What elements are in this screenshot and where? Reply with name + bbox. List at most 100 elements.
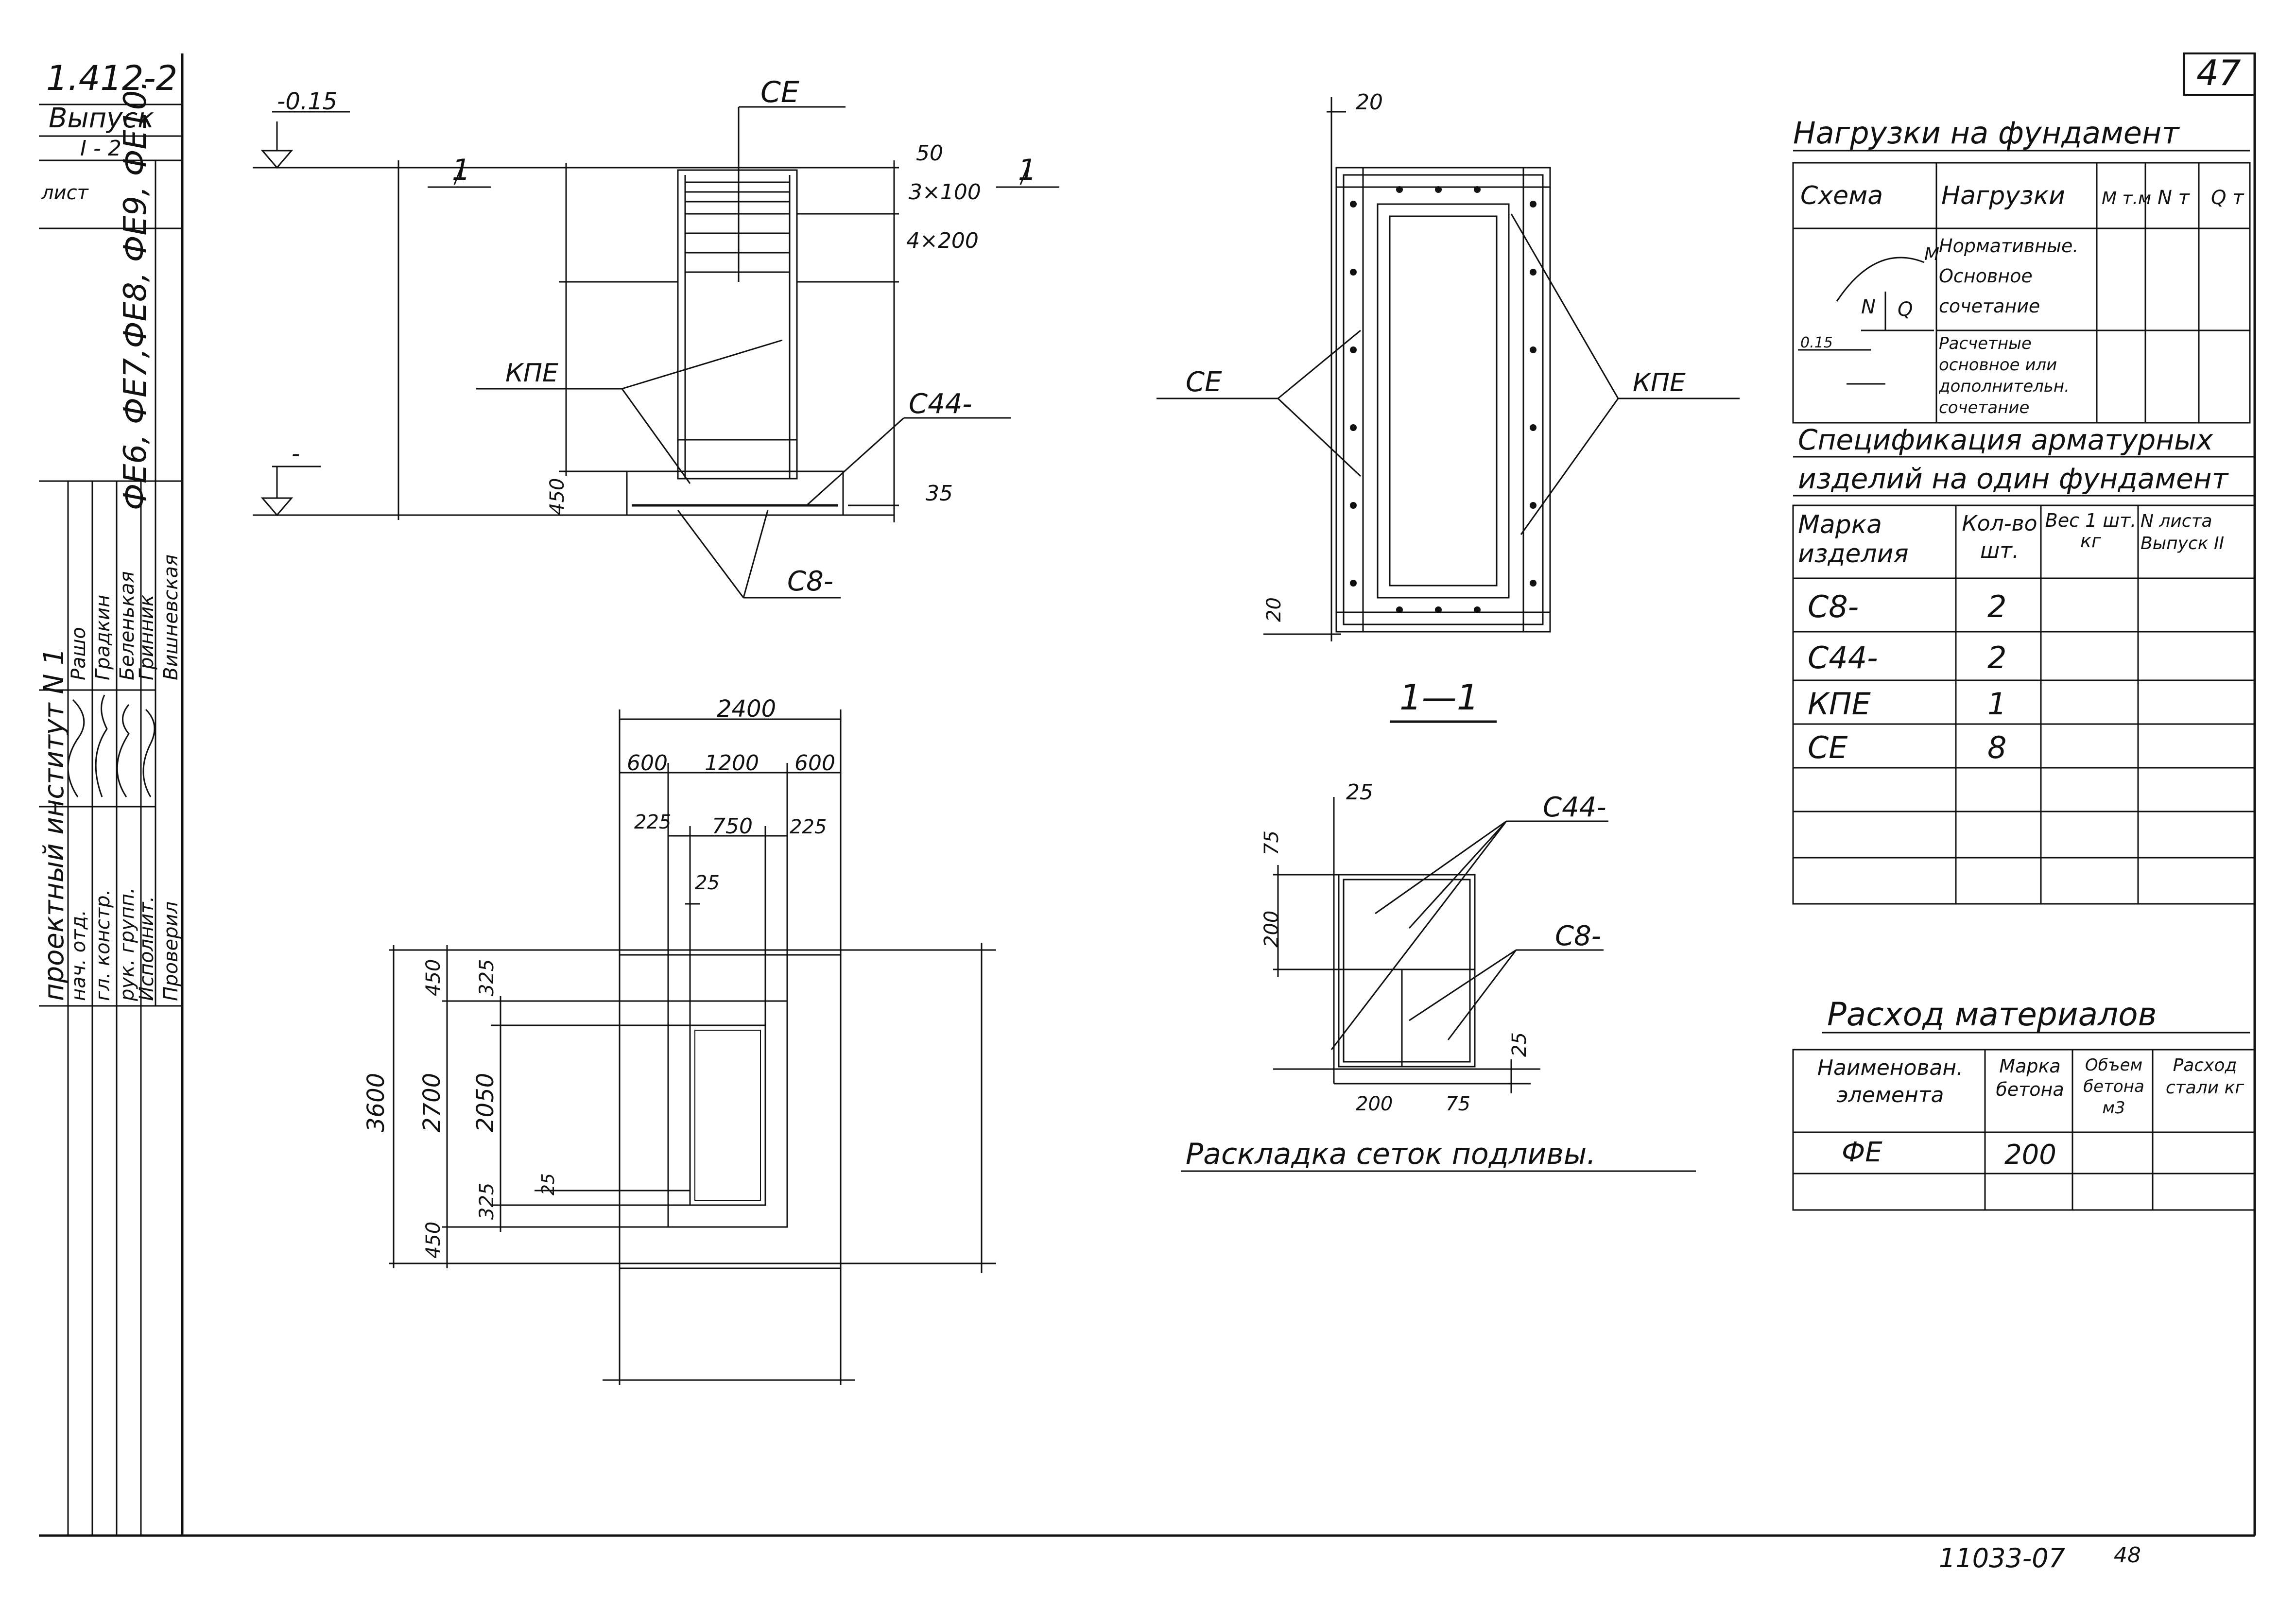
stamp-name-5: Вишневская <box>160 554 182 680</box>
materials-title: Расход материалов <box>1827 996 2157 1033</box>
plan-dim-25: 25 <box>695 872 720 894</box>
footer-code: 11033-07 <box>1939 1543 2065 1573</box>
section-dim-top: 20 <box>1356 90 1383 115</box>
issue-value: I - 2 <box>80 136 121 161</box>
plan-dim-325-bottom: 325 <box>476 1183 498 1220</box>
loads-h-m: M т.м <box>2102 189 2151 208</box>
signature-1 <box>67 699 85 797</box>
dim-3x100: 3×100 <box>909 180 981 205</box>
stamp-name-3: Беленькая <box>116 571 138 680</box>
stamp-name-1: Рашо <box>68 627 90 680</box>
sheet-number: 47 <box>2196 52 2241 93</box>
elev-top-mark: -0.15 <box>277 88 337 115</box>
issue-label: Выпуск <box>49 103 154 134</box>
mesh-dim-75-bottom: 75 <box>1446 1093 1470 1115</box>
materials-h-steel: Расход стали кг <box>2165 1055 2244 1098</box>
plan-dim-450-top: 450 <box>422 959 445 996</box>
elevation-view: -0.15 - 1 1 50 3×100 4×200 35 450 СЕ КПЕ… <box>253 75 1059 599</box>
dim-35: 35 <box>926 481 953 506</box>
spec-row-1-qty: 2 <box>1987 589 2006 624</box>
plan-dim-2050: 2050 <box>472 1073 499 1132</box>
elev-bottom-mark: - <box>292 440 300 467</box>
schema-q: Q <box>1898 298 1913 321</box>
spec-row-4-mark: СЕ <box>1808 730 1848 765</box>
section-mark-right: 1 <box>1018 153 1036 187</box>
section-title: 1—1 <box>1399 677 1479 718</box>
plan-dim-600-left: 600 <box>627 751 668 776</box>
materials-row-grade: 200 <box>2004 1139 2056 1171</box>
mesh-label-c44: С44- <box>1543 792 1606 823</box>
section-view: 20 20 СЕ КПЕ 1—1 <box>1157 90 1740 723</box>
stamp-role-4: Исполнит. <box>136 896 158 1001</box>
spec-row-2-mark: С44- <box>1808 640 1878 675</box>
plan-dim-3600: 3600 <box>363 1073 390 1132</box>
loads-h-schema: Схема <box>1800 181 1883 210</box>
plan-dim-325-top: 325 <box>476 959 498 996</box>
label-kpe-elev: КПЕ <box>505 359 558 388</box>
label-ce-elev: СЕ <box>760 75 799 109</box>
schema-m: M <box>1924 244 1939 264</box>
label-c8-elev: С8- <box>787 566 833 597</box>
stamp-role-5: Проверил <box>160 901 182 1001</box>
materials-row-element: ФЕ <box>1842 1137 1882 1168</box>
mesh-title: Раскладка сеток подливы. <box>1186 1137 1596 1171</box>
mesh-dim-200-bottom: 200 <box>1356 1093 1393 1115</box>
spec-row-4-qty: 8 <box>1987 730 2006 765</box>
mesh-layout-view: 25 75 200 25 200 75 С44- С8- Раскладка с… <box>1181 780 1696 1172</box>
mesh-dim-25-top: 25 <box>1346 780 1373 805</box>
spec-h-mark: Марка изделия <box>1798 510 1909 569</box>
left-strip <box>39 104 182 1536</box>
stamp-role-2: гл. констр. <box>92 889 114 1001</box>
plan-dim-2700: 2700 <box>418 1073 446 1132</box>
stamp-role-1: нач. отд. <box>68 910 90 1001</box>
spec-row-3-qty: 1 <box>1987 686 2006 722</box>
loads-title: Нагрузки на фундамент <box>1793 115 2180 151</box>
dim-50: 50 <box>916 141 943 166</box>
loads-h-q: Q т <box>2211 187 2244 209</box>
plan-dim-1200: 1200 <box>705 751 759 776</box>
spec-h-qty: Кол-во шт. <box>1962 511 2037 563</box>
plan-dim-750: 750 <box>712 814 753 839</box>
spec-title-1: Спецификация арматурных <box>1798 423 2213 456</box>
mesh-label-c8: С8- <box>1555 920 1601 952</box>
mesh-dim-200: 200 <box>1260 911 1283 948</box>
signature-4 <box>142 708 155 797</box>
sheet-label: лист <box>41 182 89 204</box>
plan-dim-25-left: 25 <box>538 1173 558 1195</box>
spec-h-sheet: N листа Выпуск II <box>2141 511 2225 553</box>
mesh-dim-25-right: 25 <box>1508 1032 1531 1057</box>
section-label-kpe: КПЕ <box>1633 368 1686 397</box>
spec-row-3-mark: КПЕ <box>1808 686 1871 722</box>
org-name: проектный институт N 1 <box>38 648 70 1001</box>
mesh-dim-75: 75 <box>1260 830 1283 855</box>
footer-mark: 48 <box>2114 1543 2141 1568</box>
plan-dim-total: 2400 <box>717 695 776 723</box>
materials-h-grade: Марка бетона <box>1996 1055 2064 1100</box>
dim-450-elev: 450 <box>546 478 569 515</box>
materials-table: Расход материалов Наименован. элемента М… <box>1792 996 2256 1211</box>
loads-h-n: N т <box>2158 187 2191 209</box>
plan-dim-225-left: 225 <box>634 811 671 833</box>
dim-4x200: 4×200 <box>906 228 979 253</box>
sheet-frame <box>39 52 2256 1537</box>
plan-view: 2400 600 1200 600 225 750 225 25 3600 27… <box>363 695 996 1385</box>
spec-title-2: изделий на один фундамент <box>1798 462 2229 495</box>
stamp-name-2: Градкин <box>92 595 114 680</box>
signature-3 <box>116 704 130 797</box>
loads-h-loads: Нагрузки <box>1941 181 2065 210</box>
spec-row-1-mark: С8- <box>1808 589 1859 624</box>
spec-row-2-qty: 2 <box>1987 640 2006 675</box>
loads-row-design: Расчетные основное или дополнительн. соч… <box>1939 334 2070 417</box>
spec-table: Спецификация арматурных изделий на один … <box>1792 423 2256 905</box>
stamp-name-4: Гринник <box>136 595 158 680</box>
schema-mark: 0.15 <box>1800 334 1833 351</box>
section-label-ce: СЕ <box>1186 366 1222 398</box>
series-code: 1.412-2 <box>46 58 177 98</box>
schema-n: N <box>1861 296 1876 318</box>
materials-h-element: Наименован. элемента <box>1817 1055 1964 1107</box>
stamp-role-3: рук. групп. <box>116 887 138 1002</box>
loads-row-normative: Нормативные. Основное сочетание <box>1939 235 2079 317</box>
spec-h-weight: Вес 1 шт. кг <box>2045 510 2137 552</box>
loads-table: Нагрузки на фундамент Схема Нагрузки M т… <box>1792 115 2251 424</box>
